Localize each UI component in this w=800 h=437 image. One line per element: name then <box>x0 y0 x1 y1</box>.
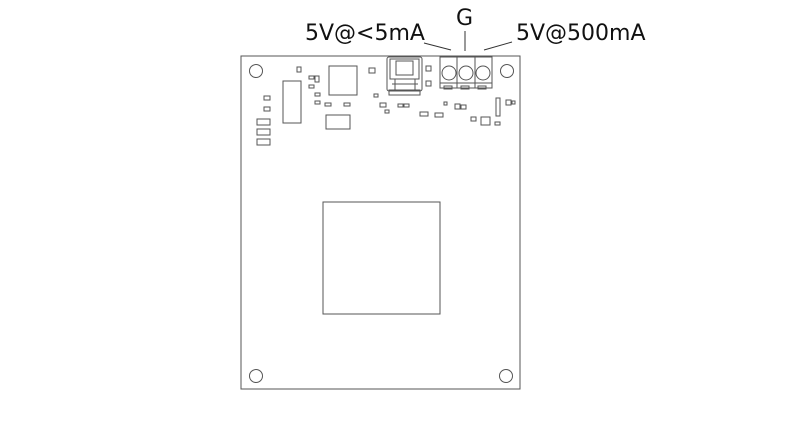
mounting-hole-bottom-right <box>499 369 513 383</box>
rect-component <box>325 114 351 130</box>
leader-line-high <box>483 41 513 51</box>
leader-lines <box>423 31 513 51</box>
terminal-5v-low <box>441 65 457 81</box>
board-outline <box>240 55 521 390</box>
label-5v-low-current: 5V@<5mA <box>305 21 425 46</box>
terminal-5v-high <box>475 65 491 81</box>
main-chip <box>322 201 441 315</box>
screw-terminal-block <box>439 56 493 90</box>
small-pads <box>296 65 516 126</box>
square-ic <box>328 65 358 96</box>
tall-component <box>282 80 302 124</box>
mounting-hole-top-left <box>249 64 263 78</box>
left-pads <box>256 95 271 146</box>
mounting-hole-bottom-left <box>249 369 263 383</box>
usb-connector <box>386 56 423 96</box>
pcb-board <box>240 55 521 390</box>
label-5v-high-current: 5V@500mA <box>516 21 646 46</box>
label-ground: G <box>456 6 473 31</box>
terminal-ground <box>458 65 474 81</box>
mounting-hole-top-right <box>500 64 514 78</box>
leader-line-low <box>423 42 452 51</box>
